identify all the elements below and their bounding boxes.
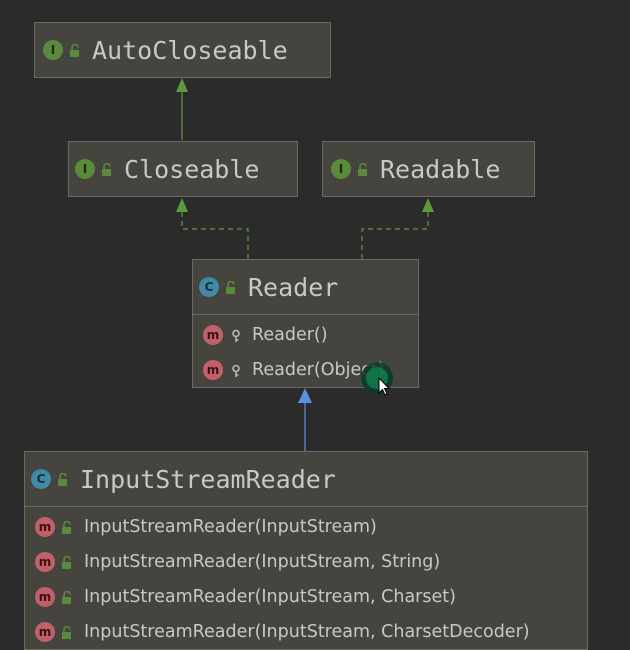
member-row[interactable]: m Reader() xyxy=(193,317,418,352)
interface-badge-icon: I xyxy=(331,159,351,179)
node-inputstreamreader[interactable]: C InputStreamReader m InputStreamReader(… xyxy=(24,451,588,650)
arrowhead-readable xyxy=(422,198,434,212)
member-row[interactable]: m Reader(Object) xyxy=(193,352,418,387)
edge-reader-readable xyxy=(361,211,429,259)
public-unlock-icon xyxy=(69,43,83,57)
method-badge-icon: m xyxy=(203,324,223,345)
member-row[interactable]: m InputStreamReader(InputStream, Charset… xyxy=(25,614,587,649)
node-title: Reader xyxy=(248,272,339,302)
arrowhead-reader xyxy=(298,388,312,403)
member-signature: InputStreamReader(InputStream, Charset) xyxy=(84,586,456,607)
method-badge-icon: m xyxy=(203,359,223,380)
interface-badge-icon: I xyxy=(75,159,95,179)
member-list: m Reader() m Reader(Object) xyxy=(193,314,418,387)
method-badge-icon: m xyxy=(35,516,55,537)
method-badge-icon: m xyxy=(35,551,55,572)
arrowhead-closeable xyxy=(176,198,188,212)
member-signature: Reader() xyxy=(252,324,328,345)
member-signature: InputStreamReader(InputStream, CharsetDe… xyxy=(84,621,530,642)
mouse-cursor-icon xyxy=(361,362,393,396)
node-title: Closeable xyxy=(124,154,260,184)
member-row[interactable]: m InputStreamReader(InputStream) xyxy=(25,509,587,544)
class-badge-icon: C xyxy=(199,277,219,297)
member-signature: Reader(Object) xyxy=(252,359,385,380)
public-unlock-icon xyxy=(357,162,371,176)
member-row[interactable]: m InputStreamReader(InputStream, String) xyxy=(25,544,587,579)
node-title: Readable xyxy=(380,154,501,184)
node-autocloseable[interactable]: I AutoCloseable xyxy=(34,22,331,78)
public-unlock-icon xyxy=(101,162,115,176)
member-signature: InputStreamReader(InputStream, String) xyxy=(84,551,441,572)
public-unlock-icon xyxy=(61,625,75,639)
node-closeable[interactable]: I Closeable xyxy=(68,141,298,197)
interface-badge-icon: I xyxy=(43,40,63,60)
protected-key-icon xyxy=(229,363,243,377)
class-badge-icon: C xyxy=(31,469,51,489)
node-title: InputStreamReader xyxy=(80,464,336,494)
member-signature: InputStreamReader(InputStream) xyxy=(84,516,377,537)
public-unlock-icon xyxy=(225,280,239,294)
public-unlock-icon xyxy=(61,520,75,534)
protected-key-icon xyxy=(229,328,243,342)
node-readable[interactable]: I Readable xyxy=(322,141,535,197)
method-badge-icon: m xyxy=(35,586,55,607)
edge-reader-closeable xyxy=(181,211,249,259)
public-unlock-icon xyxy=(61,590,75,604)
arrowhead-autocloseable xyxy=(176,78,188,92)
method-badge-icon: m xyxy=(35,621,55,642)
node-reader[interactable]: C Reader m Reader() m Reader(Object) xyxy=(192,259,419,388)
member-row[interactable]: m InputStreamReader(InputStream, Charset… xyxy=(25,579,587,614)
public-unlock-icon xyxy=(61,555,75,569)
member-list: m InputStreamReader(InputStream) m Input… xyxy=(25,506,587,649)
public-unlock-icon xyxy=(57,472,71,486)
node-title: AutoCloseable xyxy=(92,35,288,65)
